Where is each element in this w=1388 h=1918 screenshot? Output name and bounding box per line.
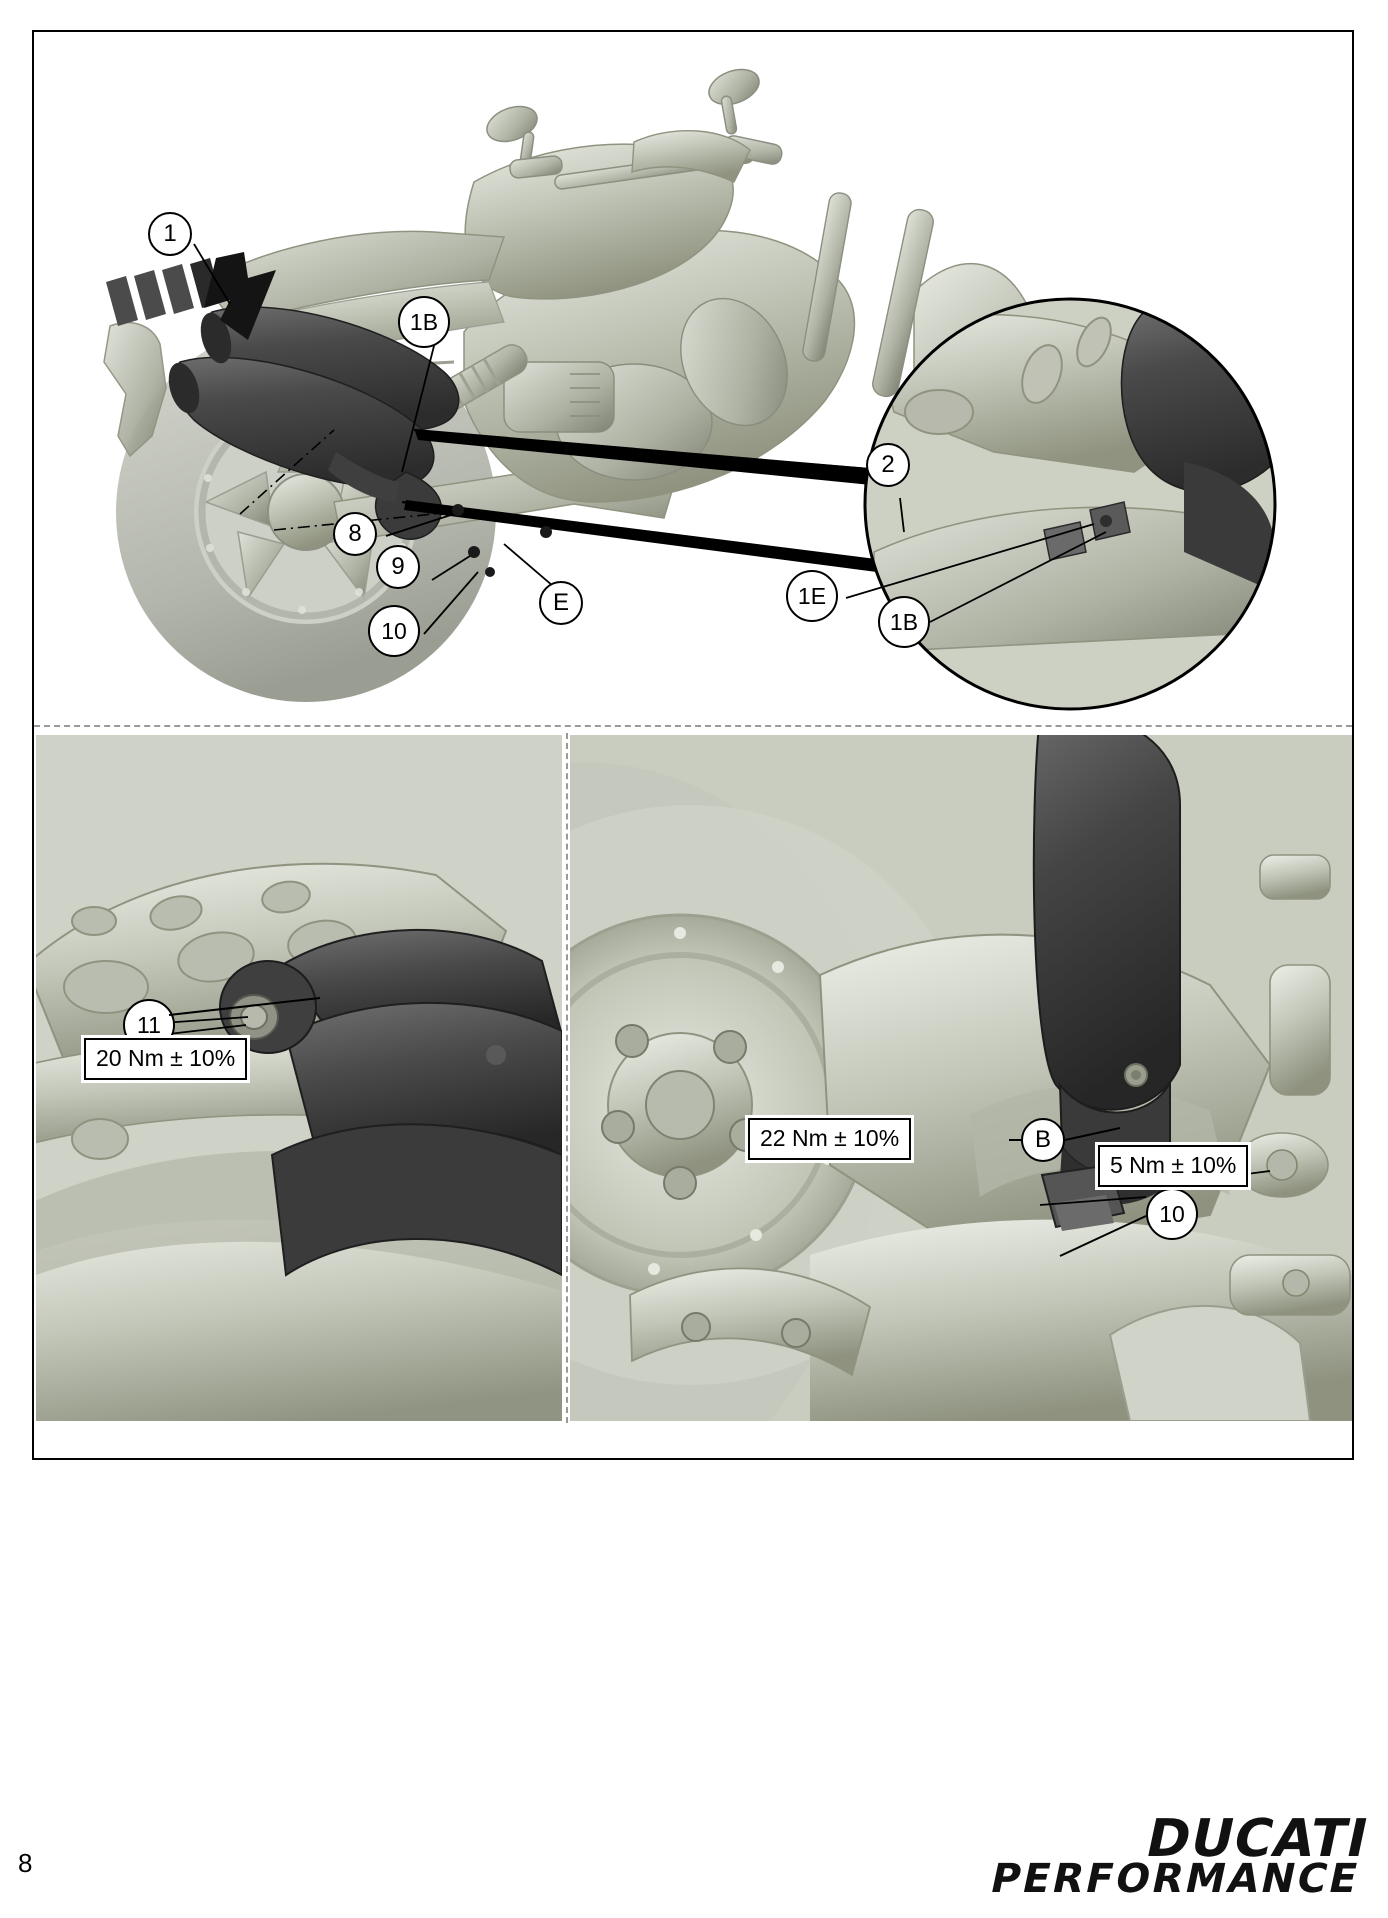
illustration-panel-bottom-right [570,735,1352,1421]
callout-e: E [539,581,583,625]
torque-label-5nm: 5 Nm ± 10% [1098,1145,1249,1187]
panel-divider-horizontal [34,725,1352,727]
ducati-performance-logo: DUCATI PERFORMANCE [986,1808,1375,1902]
callout-9: 9 [376,545,420,589]
rear-wheel-bracket-artwork [570,735,1352,1421]
callout-1b: 1B [398,296,450,348]
callout-2: 2 [866,443,910,487]
bike-overview-artwork [103,68,1277,711]
torque-label-22nm: 22 Nm ± 10% [748,1118,912,1160]
page-number: 8 [18,1848,33,1878]
callout-b: B [1021,1118,1065,1162]
detail-magnifier-circle [863,297,1277,711]
callout-1: 1 [148,212,192,256]
install-direction-arrow [106,252,276,340]
logo-performance-text: PERFORMANCE [986,1855,1365,1902]
illustration-panel-top [34,32,1352,722]
logo-ducati-text: DUCATI [1140,1808,1375,1869]
callout-10-right: 10 [1146,1188,1198,1240]
panel-divider-vertical [566,733,568,1423]
callout-1e: 1E [786,570,838,622]
torque-label-20nm: 20 Nm ± 10% [84,1038,248,1080]
callout-10: 10 [368,605,420,657]
callout-8: 8 [333,512,377,556]
callout-1b-detail: 1B [878,596,930,648]
